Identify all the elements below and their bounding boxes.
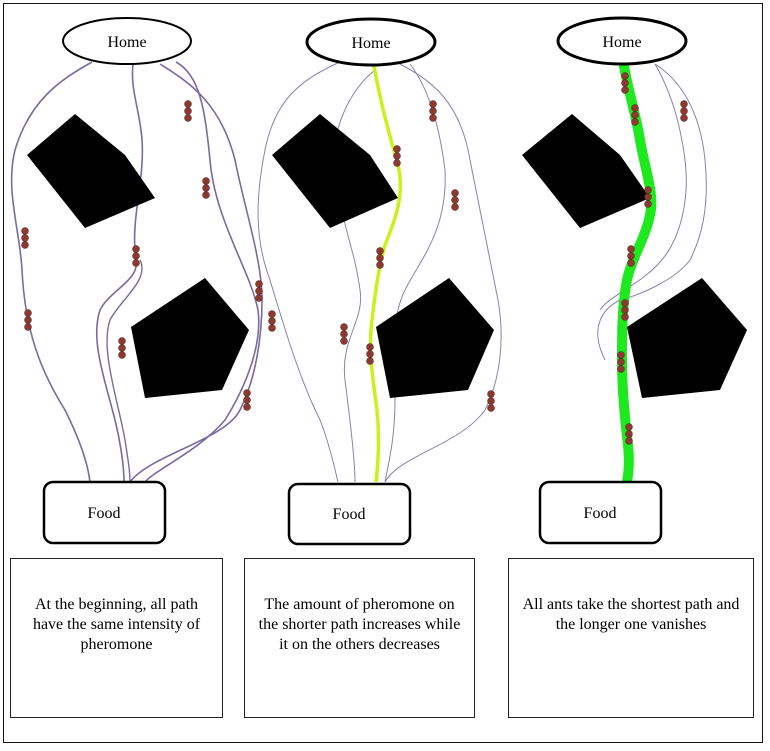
caption-box-1: At the beginning, all path have the same… xyxy=(10,558,223,718)
path-center xyxy=(95,63,144,483)
panel-1: Home Food xyxy=(10,17,276,545)
ants xyxy=(340,100,495,412)
home-label: Home xyxy=(107,34,146,51)
path-right xyxy=(129,63,263,483)
obstacle-bottom xyxy=(131,278,249,398)
figure-frame xyxy=(3,3,763,743)
home-label: Home xyxy=(351,35,390,52)
food-label: Food xyxy=(584,505,617,522)
food-node xyxy=(287,482,412,546)
path-right-faint-2 xyxy=(599,63,687,311)
path-right-faint xyxy=(597,63,707,361)
home-node xyxy=(556,16,688,66)
path-left xyxy=(10,61,93,483)
ants xyxy=(617,72,688,445)
path-center-inner xyxy=(106,259,143,483)
caption-text-1: At the beginning, all path have the same… xyxy=(32,596,201,653)
food-label: Food xyxy=(333,506,366,523)
obstacle-top xyxy=(272,114,398,228)
obstacle-top xyxy=(27,114,155,228)
caption-text-2: The amount of pheromone on the shorter p… xyxy=(258,596,461,653)
shortest-path-pheromone xyxy=(616,61,657,487)
ants xyxy=(21,100,276,411)
path-right-outer xyxy=(144,61,260,483)
home-label: Home xyxy=(602,34,641,51)
caption-box-2: The amount of pheromone on the shorter p… xyxy=(244,558,475,718)
food-node xyxy=(538,480,663,545)
panel-3: Home Food xyxy=(522,16,747,545)
home-node xyxy=(62,17,192,65)
path-right xyxy=(384,63,502,483)
shortest-path-pheromone xyxy=(368,65,403,483)
food-label: Food xyxy=(88,505,121,522)
caption-text-3: All ants take the shortest path and the … xyxy=(522,596,740,633)
path-left xyxy=(257,61,341,483)
path-right-inner xyxy=(384,63,446,483)
home-node xyxy=(305,17,437,67)
obstacle-top xyxy=(522,114,650,228)
food-node xyxy=(42,480,167,545)
panel-2: Home Food xyxy=(257,17,502,546)
obstacle-bottom xyxy=(627,278,747,398)
caption-box-3: All ants take the shortest path and the … xyxy=(508,558,754,718)
obstacle-bottom xyxy=(376,278,494,398)
